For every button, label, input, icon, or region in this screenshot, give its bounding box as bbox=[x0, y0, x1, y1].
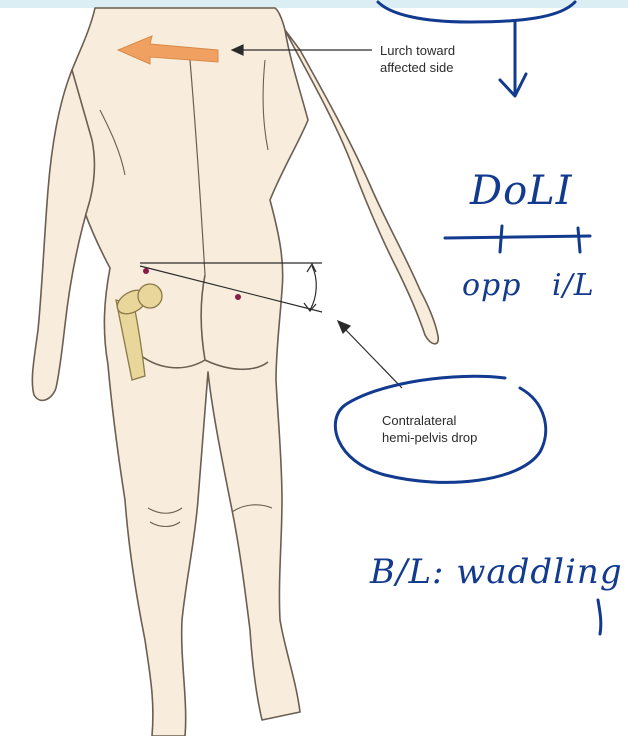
left-arm bbox=[32, 70, 94, 400]
tilt-arc-arrowhead-top bbox=[307, 264, 316, 272]
ink-annotations bbox=[335, 2, 600, 634]
dol-tick-il bbox=[578, 228, 580, 252]
human-figure bbox=[32, 8, 438, 736]
lurch-label-line2: affected side bbox=[380, 59, 453, 76]
drop-label-line1: Contralateral bbox=[382, 412, 456, 429]
drop-leader-line bbox=[344, 328, 402, 388]
lurch-label-line1: Lurch toward bbox=[380, 42, 455, 59]
drop-leader-arrowhead bbox=[338, 321, 350, 333]
il-handwriting: i/L bbox=[552, 268, 595, 303]
top-band bbox=[0, 0, 628, 8]
opp-handwriting: opp bbox=[462, 268, 521, 303]
iliac-dot-right bbox=[235, 294, 241, 300]
iliac-dot-left bbox=[143, 268, 149, 274]
bilateral-waddling-handwriting: B/L: waddling bbox=[370, 552, 623, 592]
dol-handwriting: DoLI bbox=[470, 168, 573, 214]
dol-tick-opp bbox=[500, 226, 502, 252]
tilt-angle-arc bbox=[310, 266, 316, 310]
right-arm bbox=[285, 30, 438, 344]
down-arrow-head-ink bbox=[500, 74, 526, 96]
waddling-swash bbox=[598, 600, 601, 634]
femoral-head bbox=[138, 284, 162, 308]
drop-label-line2: hemi-pelvis drop bbox=[382, 429, 477, 446]
dol-timeline bbox=[445, 236, 590, 238]
torso-silhouette bbox=[63, 8, 308, 736]
